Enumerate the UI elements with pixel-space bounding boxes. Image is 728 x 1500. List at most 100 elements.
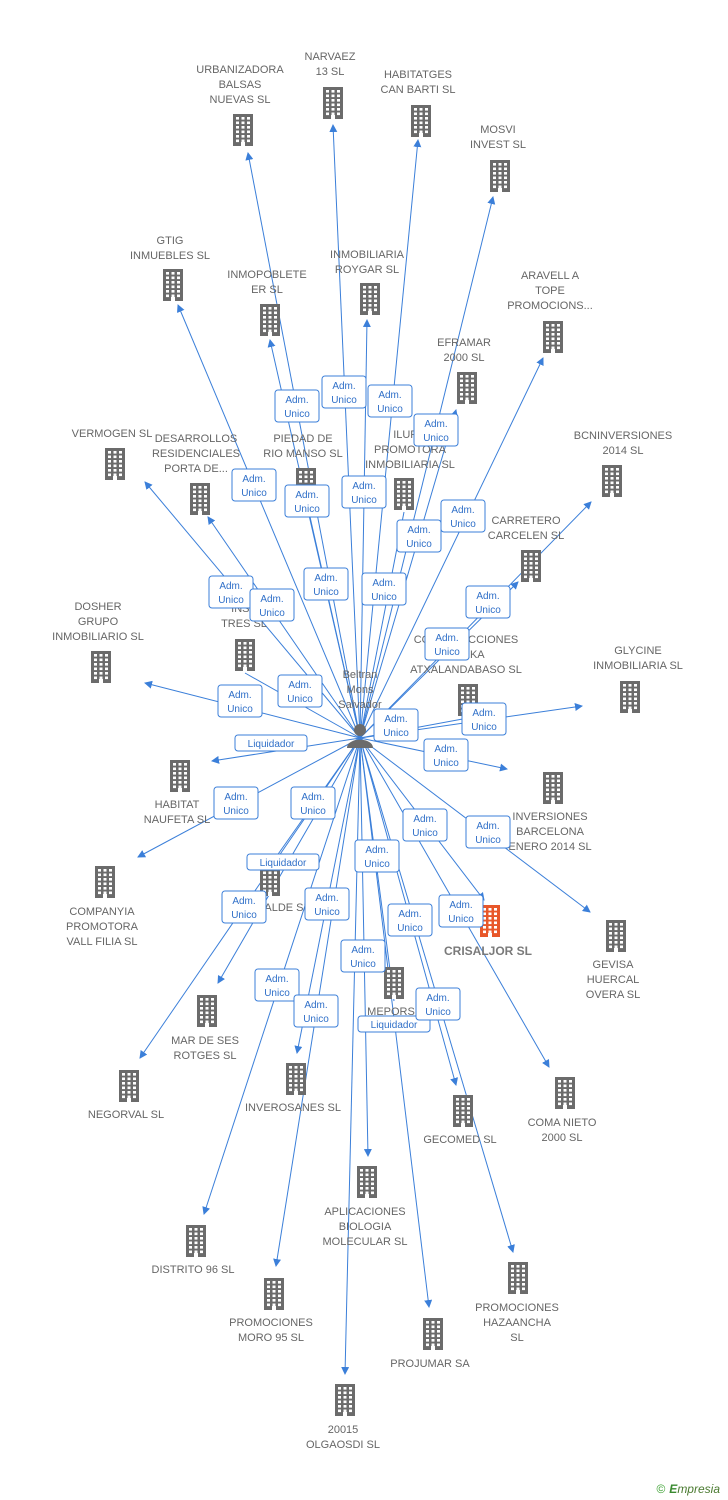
role-label: Adm. xyxy=(242,474,265,485)
role-badge[interactable]: Adm.Unico xyxy=(304,887,350,921)
company-node-mepors[interactable]: MEPORS xyxy=(367,967,415,1018)
building-door xyxy=(294,1091,298,1095)
building-window xyxy=(247,117,250,120)
role-badge[interactable]: Adm.Unico xyxy=(440,499,486,533)
role-badge[interactable]: Adm.Unico xyxy=(284,484,330,518)
company-node-gecomed[interactable]: GECOMED SL xyxy=(423,1095,497,1146)
company-node-negorval[interactable]: NEGORVAL SL xyxy=(88,1070,164,1121)
role-badge[interactable]: Adm.Unico xyxy=(361,572,407,606)
role-badge[interactable]: Adm.Unico xyxy=(415,987,461,1021)
role-badge[interactable]: Adm.Unico xyxy=(461,702,507,736)
role-badge[interactable]: Adm.Unico xyxy=(367,384,413,418)
company-node-crisaljor[interactable]: CRISALJOR SL xyxy=(444,905,532,958)
building-window xyxy=(535,566,538,570)
company-label: GLYCINE xyxy=(614,645,661,657)
building-window xyxy=(365,1169,369,1172)
role-badge[interactable]: Adm.Unico xyxy=(217,684,263,718)
role-badge[interactable]: Adm.Unico xyxy=(438,894,484,928)
role-badge[interactable]: Adm.Unico xyxy=(354,839,400,873)
role-badge[interactable]: Adm.Unico xyxy=(277,674,323,708)
role-badge[interactable]: Liquidador xyxy=(234,734,308,752)
company-node-vermogen[interactable]: VERMOGEN SL xyxy=(72,428,153,480)
company-label: 2000 SL xyxy=(542,1132,583,1144)
edge-urbanizadora xyxy=(245,152,361,739)
building-window xyxy=(609,941,612,944)
company-label: NUEVAS SL xyxy=(210,94,271,106)
role-badge[interactable]: Adm.Unico xyxy=(249,588,295,622)
building-window xyxy=(610,490,614,494)
building-window xyxy=(363,308,366,312)
role-badge[interactable]: Adm.Unico xyxy=(465,815,511,849)
building-window xyxy=(425,112,428,116)
building-window xyxy=(127,1091,131,1094)
role-badge[interactable]: Adm.Unico xyxy=(321,375,367,409)
building-window xyxy=(551,788,555,792)
role-badge[interactable]: Adm.Unico xyxy=(423,738,469,772)
role-badge[interactable]: Adm.Unico xyxy=(413,413,459,447)
role-badge[interactable]: Adm.Unico xyxy=(424,627,470,661)
role-badge[interactable]: Adm.Unico xyxy=(293,994,339,1028)
role-badge[interactable]: Adm.Unico xyxy=(274,389,320,423)
building-window xyxy=(374,286,377,289)
role-badge[interactable]: Adm.Unico xyxy=(340,939,386,973)
building-window xyxy=(398,970,401,973)
role-badge[interactable]: Adm.Unico xyxy=(231,468,277,502)
role-badge[interactable]: Adm.Unico xyxy=(303,567,349,601)
role-badge[interactable]: Adm.Unico xyxy=(396,519,442,553)
company-node-alde[interactable]: ALDE SL xyxy=(260,864,310,914)
building-window xyxy=(471,388,474,392)
building-window xyxy=(274,885,277,888)
role-badge[interactable]: Adm.Unico xyxy=(254,968,300,1002)
company-node-distrito[interactable]: DISTRITO 96 SL xyxy=(152,1225,235,1276)
company-node-inverosanes[interactable]: INVEROSANES SL xyxy=(245,1063,341,1114)
building-window xyxy=(338,1409,341,1413)
role-badge[interactable]: Liquidador xyxy=(246,853,320,871)
role-label: Unico xyxy=(412,828,438,839)
role-badge[interactable]: Liquidador xyxy=(357,1015,431,1033)
role-badge[interactable]: Adm.Unico xyxy=(213,786,259,820)
role-badge[interactable]: Adm.Unico xyxy=(402,808,448,842)
company-label: CAN BARTI SL xyxy=(381,84,456,96)
role-badge[interactable]: Adm.Unico xyxy=(373,708,419,742)
building-window xyxy=(109,882,112,886)
role-badge[interactable]: Adm.Unico xyxy=(290,786,336,820)
building-window xyxy=(426,1330,429,1333)
building-window xyxy=(387,983,390,987)
role-badge[interactable]: Adm.Unico xyxy=(208,575,254,609)
role-badge[interactable]: Adm.Unico xyxy=(341,475,387,509)
company-node-projumar[interactable]: PROJUMAR SA xyxy=(390,1318,470,1370)
building-window xyxy=(461,1107,465,1110)
role-badge[interactable]: Adm.Unico xyxy=(465,585,511,619)
building-window xyxy=(268,880,272,884)
role-badge[interactable]: Adm.Unico xyxy=(387,903,433,937)
role-badge-box xyxy=(465,585,511,619)
role-label: Unico xyxy=(231,910,257,921)
company-node-aravell[interactable]: ARAVELL ATOPEPROMOCIONS... xyxy=(507,270,593,353)
role-badge[interactable]: Adm.Unico xyxy=(221,890,267,924)
building-window xyxy=(166,285,169,289)
